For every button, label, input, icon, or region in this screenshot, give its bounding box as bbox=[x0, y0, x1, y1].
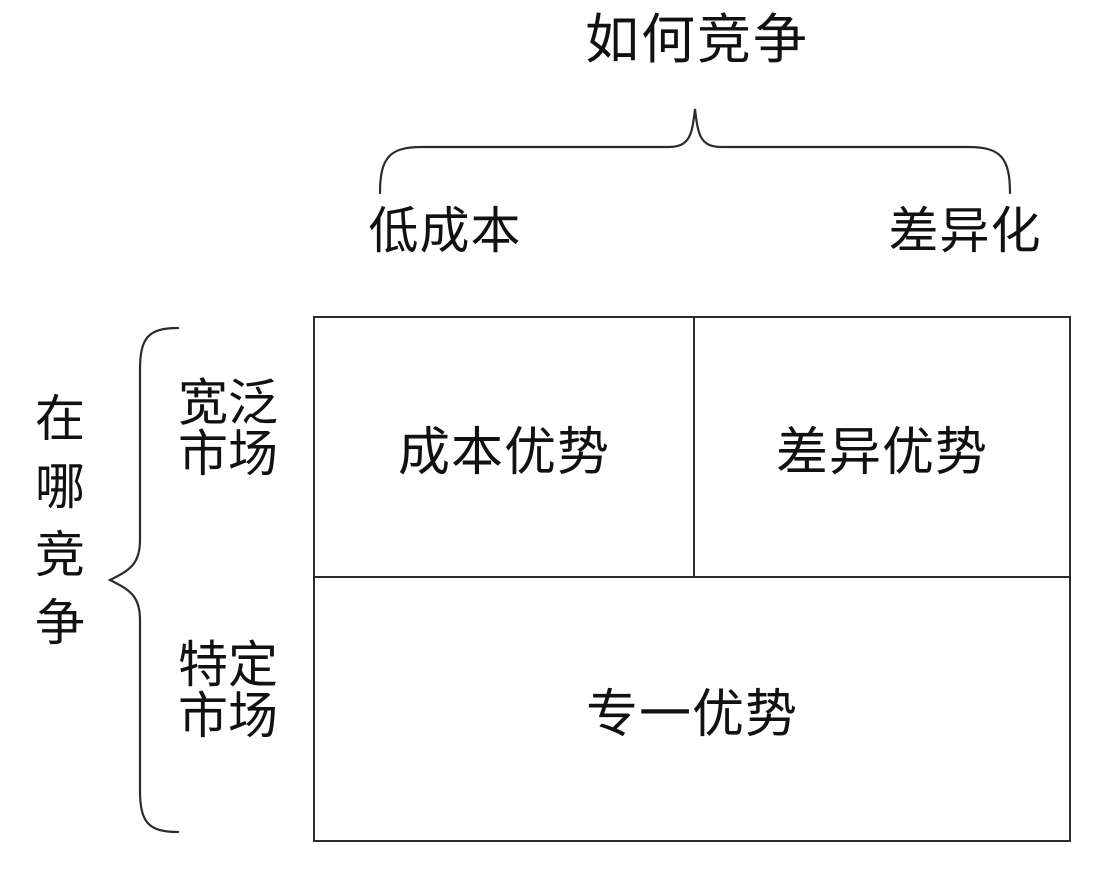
diagram-title: 如何竞争 bbox=[585, 8, 809, 71]
row-label-niche-market: 特定 市场 bbox=[168, 640, 288, 742]
horizontal-brace-icon bbox=[370, 105, 1020, 195]
matrix-cell-focus-advantage: 专一优势 bbox=[585, 684, 798, 745]
axis-label-char: 争 bbox=[35, 594, 85, 652]
row-label-line: 宽泛 bbox=[178, 374, 278, 432]
matrix-grid: 成本优势 差异优势 专一优势 bbox=[313, 316, 1071, 842]
vertical-brace-icon bbox=[106, 322, 182, 838]
axis-label-where-to-compete: 在 哪 竞 争 bbox=[28, 385, 92, 657]
matrix-cell-differentiation-advantage: 差异优势 bbox=[695, 318, 1069, 578]
column-header-low-cost: 低成本 bbox=[368, 202, 522, 260]
row-label-line: 市场 bbox=[178, 425, 278, 483]
row-label-line: 市场 bbox=[178, 687, 278, 745]
row-label-broad-market: 宽泛 市场 bbox=[168, 378, 288, 480]
axis-label-char: 哪 bbox=[35, 458, 85, 516]
column-header-differentiation: 差异化 bbox=[888, 202, 1042, 260]
axis-label-char: 竞 bbox=[35, 526, 85, 584]
matrix-cell-cost-advantage: 成本优势 bbox=[315, 318, 695, 578]
row-label-line: 特定 bbox=[178, 636, 278, 694]
axis-label-char: 在 bbox=[35, 390, 85, 448]
